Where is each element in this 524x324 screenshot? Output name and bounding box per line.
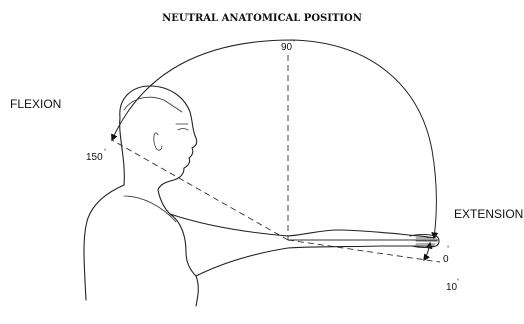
extension-label: EXTENSION: [454, 207, 523, 221]
angle-10-label: 10: [446, 282, 458, 293]
upper-arm-top: [170, 214, 434, 238]
angle-90-label: 90: [281, 42, 293, 53]
torso-lower: [196, 276, 198, 306]
flexion-label: FLEXION: [10, 97, 61, 111]
angle-0-degree-mark: °: [447, 246, 450, 252]
neck-back: [120, 118, 125, 185]
diagram-title: NEUTRAL ANATOMICAL POSITION: [162, 13, 362, 24]
angle-90-degree-mark: °: [293, 40, 296, 46]
ear: [154, 133, 162, 150]
fingers: [416, 238, 437, 244]
deltoid: [124, 196, 176, 222]
human-figure: [84, 86, 439, 306]
angle-150-degree-mark: °: [104, 149, 107, 155]
angle-10-degree-mark: °: [457, 279, 460, 285]
arm-bottom: [196, 246, 434, 276]
shoulder-back: [84, 185, 124, 300]
head-outline: [120, 86, 197, 190]
flexion-150-reference-line: [112, 140, 288, 240]
extension-10-reference-line: [288, 240, 440, 262]
angle-0-label: 0: [443, 254, 449, 265]
eye: [176, 124, 188, 130]
angle-150-label: 150: [86, 152, 103, 163]
chest: [170, 214, 196, 276]
